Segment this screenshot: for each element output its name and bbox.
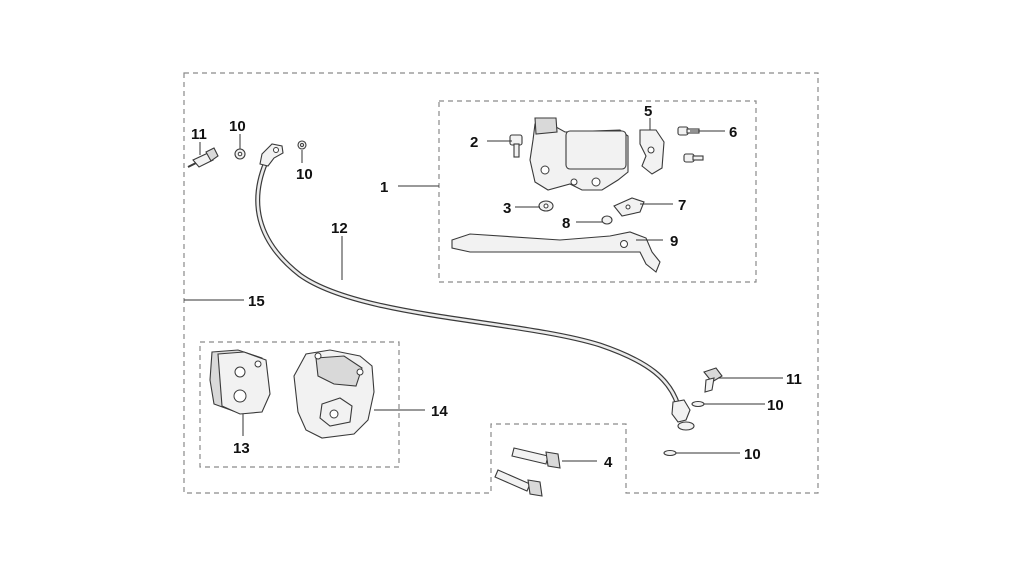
callout-5: 5	[644, 103, 652, 120]
callout-4: 4	[604, 454, 613, 471]
callout-12: 12	[331, 220, 348, 237]
callout-10-upper-left: 10	[229, 118, 246, 135]
handlebar-clamp	[639, 129, 665, 175]
brake-hose	[255, 143, 695, 431]
leader-lines	[184, 118, 783, 462]
clamp-screw-lower	[683, 153, 704, 163]
callout-3: 3	[503, 200, 511, 217]
assembly-15-boundary	[183, 72, 819, 494]
banjo-bolt-upper	[187, 147, 219, 168]
master-cylinder-body	[529, 117, 629, 191]
sealing-washer-upper-right	[297, 140, 307, 150]
callout-15: 15	[248, 293, 265, 310]
callout-11-upper: 11	[191, 126, 207, 143]
callout-10-lower-bottom: 10	[744, 446, 761, 463]
caliper-bolt-upper	[511, 447, 561, 469]
caliper-bolt-lower	[494, 469, 543, 497]
switch-screw	[601, 215, 613, 225]
callout-10-upper-right: 10	[296, 166, 313, 183]
brake-light-switch	[613, 197, 645, 217]
brake-caliper	[293, 349, 375, 439]
callout-1: 1	[380, 179, 388, 196]
callout-14: 14	[431, 403, 448, 420]
brake-pads	[209, 349, 271, 415]
callout-8: 8	[562, 215, 570, 232]
pivot-bolt	[509, 134, 523, 158]
callout-9: 9	[670, 233, 678, 250]
caliper-group-boundary	[199, 341, 400, 468]
nut	[538, 200, 554, 212]
callout-2: 2	[470, 134, 478, 151]
sealing-washer-upper-left	[234, 148, 246, 160]
sealing-washer-lower-upper	[691, 400, 705, 408]
sealing-washer-lower-bottom	[663, 449, 677, 457]
callout-7: 7	[678, 197, 686, 214]
callout-6: 6	[729, 124, 737, 141]
callout-11-lower: 11	[786, 371, 802, 388]
callout-10-lower-upper: 10	[767, 397, 784, 414]
master-cylinder-group-boundary	[438, 100, 757, 283]
callout-13: 13	[233, 440, 250, 457]
banjo-bolt-lower	[703, 367, 723, 393]
brake-lever	[451, 231, 661, 273]
